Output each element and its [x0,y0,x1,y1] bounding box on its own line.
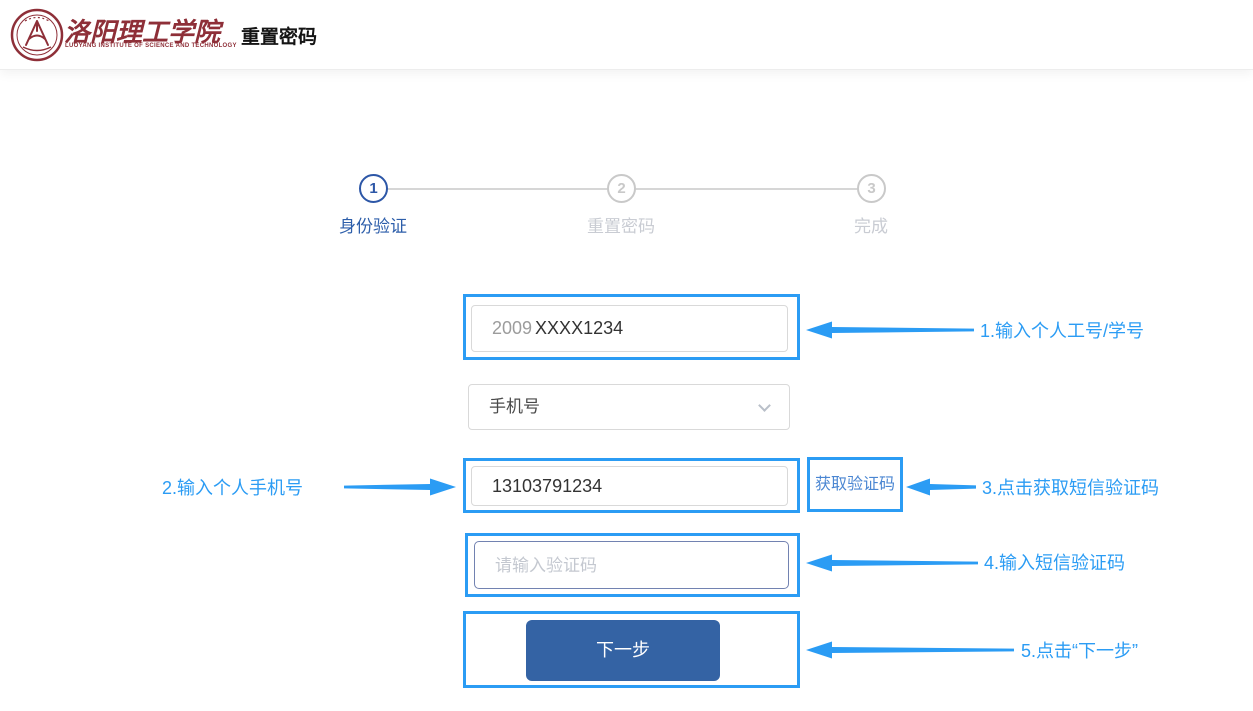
header-bar: 洛阳理工学院 LUOYANG INSTITUTE OF SCIENCE AND … [0,0,1253,70]
annotation-2-enter-phone: 2.输入个人手机号 [162,478,304,498]
step-circle-2: 2 [607,174,636,203]
next-step-button[interactable]: 下一步 [526,620,720,681]
annotation-arrow-left-icon [806,554,978,572]
chevron-down-icon [758,399,771,412]
annotation-5-click-next: 5.点击“下一步” [1021,641,1138,661]
annotation-arrow-right-icon [344,478,456,496]
university-name-zh: 洛阳理工学院 [64,18,221,48]
annotation-4-enter-sms-code: 4.输入短信验证码 [984,553,1126,573]
university-seal-icon [10,8,64,62]
verification-code-input[interactable] [474,541,789,589]
get-verification-code-button[interactable]: 获取验证码 [810,461,900,509]
annotation-arrow-left-icon [806,321,974,339]
account-id-value-main: XXXX1234 [535,318,624,338]
annotation-3-click-get-code: 3.点击获取短信验证码 [982,478,1160,498]
verify-type-selected-value: 手机号 [489,397,540,416]
annotation-1-enter-id: 1.输入个人工号/学号 [980,321,1145,341]
step-circle-1: 1 [359,174,388,203]
step-label-identity-verify: 身份验证 [339,217,407,236]
step-label-reset-password: 重置密码 [587,217,655,236]
account-id-value-prefix: 2009 [492,318,533,338]
phone-number-input[interactable] [471,466,788,506]
university-name-en: LUOYANG INSTITUTE OF SCIENCE AND TECHNOL… [65,43,237,49]
step-connector-2 [621,188,871,190]
account-id-input[interactable]: 2009 XXXX1234 [471,305,788,352]
page-title: 重置密码 [241,27,318,48]
step-circle-3: 3 [857,174,886,203]
annotation-arrow-left-icon [806,641,1014,659]
step-connector-1 [373,188,623,190]
verify-type-select[interactable]: 手机号 [468,384,790,430]
step-label-complete: 完成 [854,217,888,236]
annotation-arrow-left-icon [906,478,976,496]
